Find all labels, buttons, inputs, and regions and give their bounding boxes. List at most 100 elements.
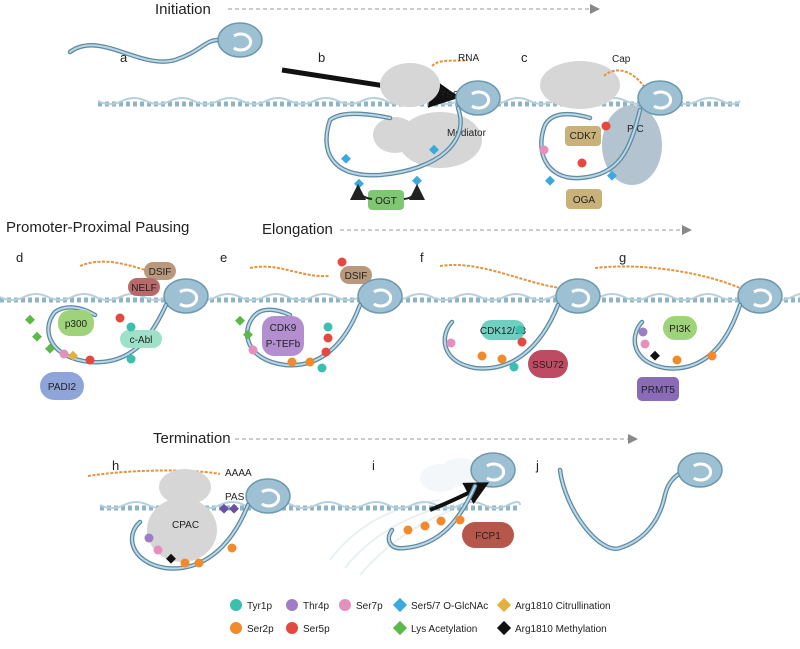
p300-enzyme [58,310,94,336]
pi3k-kinase [663,316,697,340]
mark-ser7p [59,349,69,359]
legend-swatch [339,599,351,611]
panel-label-j: j [535,458,539,473]
mark-ser2p [194,558,204,568]
oga-enzyme [566,189,602,209]
stage-elongation: Elongation [262,221,333,238]
legend-label: Ser2p [247,624,274,635]
mark-thr4p [638,327,648,337]
dsif-factor-e [340,266,372,284]
rna-c [603,69,646,89]
legend-swatch [286,622,298,634]
panel-label-a: a [120,50,128,65]
fcp1-phosphatase [462,522,514,548]
rna-d [79,260,146,271]
prmt5-label: PRMT5 [641,385,675,396]
cdk1213-kinase [481,320,525,340]
legend-swatch [230,599,242,611]
panel-label-g: g [619,250,626,265]
cdk9-ptefb [262,316,304,356]
mark-ser2p [180,558,190,568]
stage-pausing: Promoter-Proximal Pausing [6,219,189,236]
nelf-factor [128,278,160,296]
ssu72-phosphatase [528,350,568,378]
pol2-h [244,477,292,515]
mediator-label: Mediator [447,128,487,139]
pol2-g [736,277,784,315]
mark-lys-acetyl [243,329,253,340]
mark-methylation [650,350,660,361]
mark-lys-acetyl [25,314,35,325]
mark-glcnac [341,153,351,164]
legend-swatch [392,620,408,636]
mark-glcnac [412,175,422,186]
panel-label-b: b [318,50,325,65]
mark-ser2p [420,521,430,531]
cpac-complex [147,469,217,562]
legend-label: Thr4p [303,601,330,612]
mark-ser5p [337,257,347,267]
pol2-b [454,79,502,117]
pol2-c [636,79,684,117]
mark-thr4p [144,533,154,543]
mediator-complex [373,63,482,168]
mark-ser2p [707,351,717,361]
mark-tyr1p [126,322,136,332]
cabl-kinase [120,330,162,348]
p300-label: p300 [65,319,88,330]
polya-label: AAAA [225,468,252,479]
legend-label: Ser5p [303,624,330,635]
panel-label-d: d [16,250,23,265]
mark-tyr1p [515,325,525,335]
panel-label-i: i [372,458,375,473]
tss-label: TSS [440,90,460,101]
legend-swatch [392,597,408,613]
mark-ser5p [323,333,333,343]
rna-g [594,265,741,289]
mark-ser5p [321,347,331,357]
panel-label-c: c [521,50,528,65]
mark-ser7p [446,338,456,348]
oga-label: OGA [573,195,596,206]
pol2-f [554,277,602,315]
fcp1-label: FCP1 [475,531,501,542]
legend-label: Arg1810 Methylation [515,624,607,635]
cdk7-label: CDK7 [570,131,597,142]
mark-ser7p [153,545,163,555]
pas-label: PAS [225,492,245,503]
rna-b [431,59,469,67]
pol2-free-j [557,451,724,551]
panel-label-e: e [220,250,227,265]
mark-ser2p [672,355,682,365]
mark-ser2p [455,515,465,525]
mark-glcnac [354,178,364,189]
dsif-label: DSIF [149,267,172,278]
mark-ser2p [436,516,446,526]
padi2-label: PADI2 [48,382,77,393]
ogt-label: OGT [375,196,397,207]
mark-ser5p [85,355,95,365]
mark-lys-acetyl [32,331,42,342]
cdk7-kinase [565,126,601,146]
mark-ser5p [601,121,611,131]
padi2-enzyme [40,372,84,400]
mark-ser7p [539,145,549,155]
pol2-e [356,277,404,315]
mark-ser2p [497,354,507,364]
legend-swatch [496,620,512,636]
pol2-d [162,277,210,315]
rna-f [439,264,561,289]
pol2-released [469,451,517,489]
mark-glcnac [607,170,617,181]
mark-ser2p [477,351,487,361]
mark-ser7p [248,345,258,355]
mark-ser2p [305,357,315,367]
ptefb-label: P-TEFb [266,339,301,350]
mark-ser5p [115,313,125,323]
nelf-label: NELF [131,283,157,294]
ogt-enzyme [368,190,404,210]
ssu72-label: SSU72 [532,360,564,371]
mark-tyr1p [126,354,136,364]
pas-site [219,503,229,514]
